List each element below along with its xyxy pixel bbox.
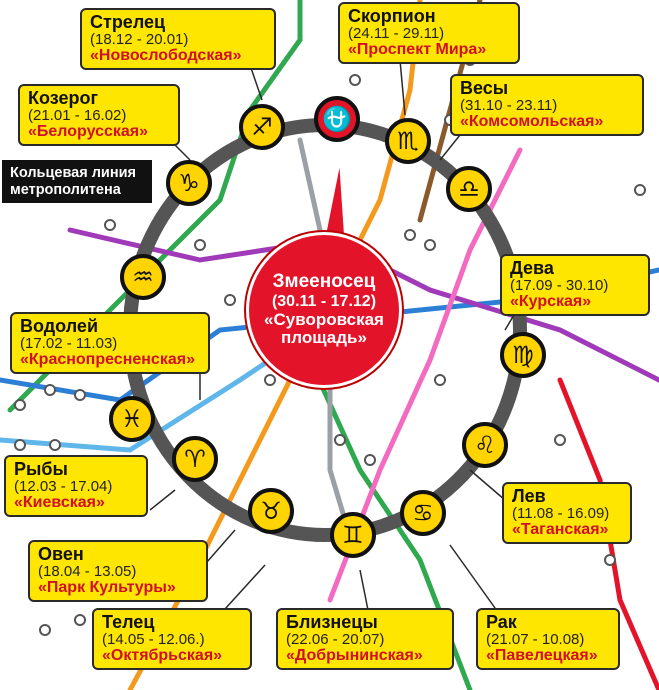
- pisces-icon: ♓: [109, 396, 155, 442]
- station-name: «Парк Культуры»: [38, 578, 176, 596]
- sign-name: Козерог: [28, 88, 98, 108]
- station-name: «Курская»: [510, 292, 592, 310]
- station-name: «Проспект Мира»: [348, 40, 487, 58]
- station-name: «Павелецкая»: [486, 646, 598, 664]
- station-name: «Новослободская»: [90, 46, 242, 64]
- metro-line-grey: [297, 137, 348, 523]
- sign-dates: (18.04 - 13.05): [38, 562, 137, 580]
- sign-name: Дева: [510, 258, 554, 278]
- ophiuchus-icon: ⛎: [314, 96, 360, 142]
- station-name: «Краснопресненская»: [20, 350, 195, 368]
- station-name: «Киевская»: [14, 493, 105, 511]
- center-station-name: «Суворовская площадь»: [264, 309, 384, 348]
- callout-scorpio: Скорпион (24.11 - 29.11) «Проспект Мира»: [338, 2, 520, 65]
- callout-aries: Овен (18.04 - 13.05) «Парк Культуры»: [28, 540, 208, 603]
- station-name: «Октябрьская»: [102, 646, 223, 664]
- sign-dates: (17.09 - 30.10): [510, 276, 609, 294]
- sign-name: Овен: [38, 544, 84, 564]
- aries-icon: ♈: [172, 436, 218, 482]
- sign-dates: (14.05 - 12.06.): [102, 630, 205, 648]
- sign-name: Водолей: [20, 316, 99, 336]
- sign-name: Телец: [102, 612, 155, 632]
- sign-dates: (21.07 - 10.08): [486, 630, 585, 648]
- sign-name: Стрелец: [90, 12, 166, 32]
- capricorn-icon: ♑: [166, 160, 212, 206]
- callout-sagittarius: Стрелец (18.12 - 20.01) «Новослободская»: [80, 8, 276, 71]
- callout-leo: Лев (11.08 - 16.09) «Таганская»: [502, 482, 632, 545]
- center-sign-name: Змееносец: [272, 271, 376, 293]
- sign-dates: (11.08 - 16.09): [512, 504, 610, 522]
- sign-dates: (21.01 - 16.02): [28, 106, 127, 124]
- taurus-icon: ♉: [248, 488, 294, 534]
- callout-gemini: Близнецы (22.06 - 20.07) «Добрынинская»: [276, 608, 454, 671]
- callout-pisces: Рыбы (12.03 - 17.04) «Киевская»: [4, 455, 148, 518]
- station-name: «Комсомольская»: [460, 112, 604, 130]
- station-dots: [14, 54, 646, 656]
- callout-capricorn: Козерог (21.01 - 16.02) «Белорусская»: [18, 84, 180, 147]
- sign-name: Рыбы: [14, 459, 68, 479]
- center-sign-dates: (30.11 - 17.12): [271, 292, 377, 310]
- sign-name: Лев: [512, 486, 546, 506]
- aquarius-icon: ♒: [120, 254, 166, 300]
- station-name: «Таганская»: [512, 520, 609, 538]
- sign-name: Весы: [460, 78, 509, 98]
- libra-icon: ♎: [446, 166, 492, 212]
- sign-name: Рак: [486, 612, 517, 632]
- callout-cancer: Рак (21.07 - 10.08) «Павелецкая»: [476, 608, 620, 671]
- virgo-icon: ♍: [500, 332, 546, 378]
- sign-dates: (18.12 - 20.01): [90, 30, 189, 48]
- sign-dates: (22.06 - 20.07): [286, 630, 385, 648]
- sign-dates: (24.11 - 29.11): [348, 24, 445, 42]
- sign-dates: (12.03 - 17.04): [14, 477, 113, 495]
- sign-name: Близнецы: [286, 612, 378, 632]
- callout-virgo: Дева (17.09 - 30.10) «Курская»: [500, 254, 650, 317]
- cancer-icon: ♋: [400, 490, 446, 536]
- sign-dates: (31.10 - 23.11): [460, 96, 558, 114]
- sagittarius-icon: ♐: [239, 104, 285, 150]
- gemini-icon: ♊: [330, 512, 376, 558]
- ophiuchus-center-circle: Змееносец (30.11 - 17.12) «Суворовская п…: [246, 232, 402, 388]
- station-name: «Белорусская»: [28, 122, 149, 140]
- ring-line-label: Кольцевая линия метрополитена: [2, 160, 152, 204]
- center-pointer: [323, 159, 347, 236]
- sign-dates: (17.02 - 11.03): [20, 334, 118, 352]
- callout-taurus: Телец (14.05 - 12.06.) «Октябрьская»: [92, 608, 252, 671]
- callout-libra: Весы (31.10 - 23.11) «Комсомольская»: [450, 74, 644, 137]
- station-name: «Добрынинская»: [286, 646, 423, 664]
- sign-name: Скорпион: [348, 6, 436, 26]
- scorpio-icon: ♏: [385, 118, 431, 164]
- callout-aquarius: Водолей (17.02 - 11.03) «Краснопресненск…: [10, 312, 210, 375]
- leo-icon: ♌: [462, 422, 508, 468]
